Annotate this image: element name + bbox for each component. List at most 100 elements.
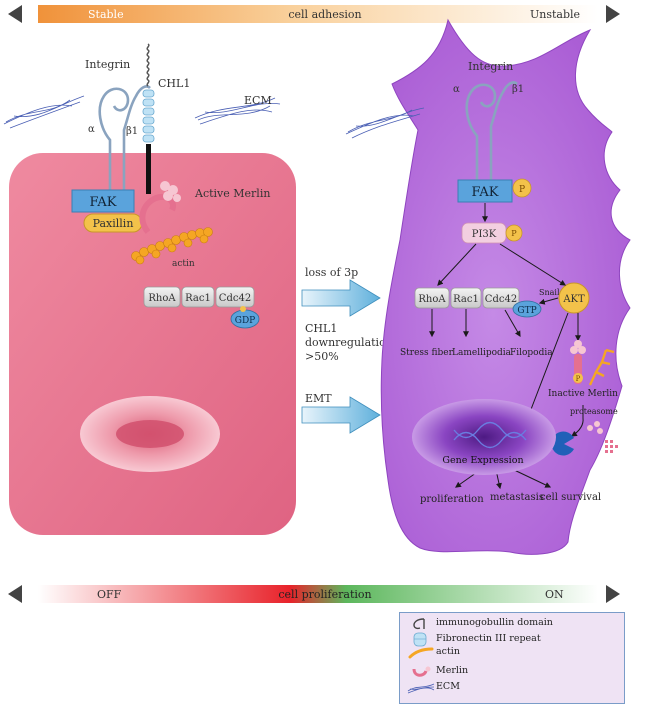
legend-panel: immunogobullin domain Fibronectin III re… (399, 612, 625, 704)
merlin-icon (412, 666, 431, 677)
paxillin-label: Paxillin (93, 217, 134, 230)
left-rhoa-label: RhoA (148, 293, 176, 304)
chl1-transmembrane (146, 144, 151, 194)
legend-label: actin (436, 646, 460, 657)
off-label: OFF (97, 588, 122, 601)
degraded-peptides (605, 440, 618, 453)
right-integrin (465, 81, 518, 184)
right-gtpases (414, 287, 520, 309)
right-alpha-label: α (453, 84, 460, 95)
right-fak-label: FAK (472, 185, 499, 200)
legend-item: Merlin (400, 665, 624, 679)
cylinder-icon (413, 632, 427, 647)
loss-of-3p-label: loss of 3p (305, 266, 358, 279)
metastasis-label: metastasis (490, 492, 544, 503)
active-merlin (139, 181, 181, 234)
emt-arrow (301, 396, 381, 434)
gtp-bubble (512, 300, 542, 318)
legend-label: Merlin (436, 665, 469, 676)
pi3k-label: PI3K (472, 229, 497, 240)
left-gtpases (143, 286, 255, 308)
loss-of-3p-arrow (301, 279, 381, 317)
legend-label: Fibronectin III repeat (436, 633, 541, 644)
fibronectin-repeats (142, 89, 155, 143)
left-arrow-icon (8, 585, 22, 603)
proteasome-icon (551, 431, 574, 456)
ecm-icon (407, 683, 435, 694)
legend-item: immunogobullin domain (400, 617, 624, 631)
chl1-downregulation-line2: downregulation (305, 336, 393, 349)
proliferation-bar: OFF cell proliferation ON (8, 585, 620, 603)
akt-label: AKT (562, 294, 585, 305)
unstable-label: Unstable (530, 8, 580, 21)
right-rac1-label: Rac1 (453, 294, 479, 305)
unstable-cell (380, 18, 631, 555)
left-nucleolus (116, 420, 184, 448)
left-cdc42-label: Cdc42 (219, 293, 251, 304)
dna-helix-icon (453, 421, 527, 449)
right-beta-label: β1 (512, 84, 524, 95)
gene-expression-label: Gene Expression (442, 455, 523, 466)
stress-fiber-label: Stress fiber (400, 348, 454, 358)
fak-phospho-icon (512, 178, 532, 198)
active-merlin-label: Active Merlin (194, 187, 270, 200)
left-rac1-label: Rac1 (185, 293, 211, 304)
gtp-label: GTP (517, 306, 536, 316)
proliferation-gradient (38, 585, 598, 603)
legend-item: ECM (400, 681, 624, 695)
right-cdc42-label: Cdc42 (485, 294, 517, 305)
filopodia-label: Filopodia (510, 348, 553, 358)
right-integrin-label: Integrin (468, 60, 513, 73)
hook-icon (413, 618, 425, 630)
degraded-merlin-fragments (587, 421, 603, 434)
legend-item: Fibronectin III repeat (400, 632, 624, 647)
right-nucleus (412, 399, 556, 475)
pi3k-p-label: P (511, 229, 517, 238)
chl1-receptor (142, 43, 155, 194)
left-fak-box (71, 189, 135, 213)
transition-arrows (301, 279, 381, 434)
right-arrow-icon (606, 5, 620, 23)
chl1-downregulation-line3: >50% (305, 350, 339, 363)
proliferation-label: proliferation (420, 494, 484, 505)
ecm-label: ECM (244, 94, 272, 107)
left-arrow-icon (8, 5, 22, 23)
left-ecm-fibers (3, 95, 281, 129)
stable-label: Stable (88, 8, 124, 21)
immunoglobulin-coil-icon (146, 43, 150, 87)
inactive-merlin-label: Inactive Merlin (548, 389, 618, 399)
adhesion-bar: Stable cell adhesion Unstable (8, 5, 620, 23)
snail-label: Snail (539, 288, 560, 297)
cell-survival-label: cell survival (540, 492, 601, 503)
left-alpha-label: α (88, 124, 95, 135)
legend-label: ECM (436, 681, 460, 692)
left-actin-filament (131, 227, 213, 265)
right-actin-fragments (588, 348, 615, 386)
left-beta-label: β1 (126, 126, 138, 137)
legend-item: actin (400, 646, 624, 660)
adhesion-gradient (38, 5, 598, 23)
chl1-downregulation-line1: CHL1 (305, 322, 337, 335)
gdp-label: GDP (235, 316, 255, 326)
on-label: ON (545, 588, 564, 601)
svg-text:P: P (576, 375, 581, 383)
cell-proliferation-label: cell proliferation (278, 588, 371, 601)
stable-cell (9, 153, 296, 535)
right-fak-box (457, 179, 513, 203)
lamellipodia-label: Lamellipodia (452, 348, 512, 358)
emt-label: EMT (305, 392, 332, 405)
proteasome-label: proteasome (570, 407, 618, 416)
legend-label: immunogobullin domain (436, 617, 553, 628)
actin-icon (408, 647, 434, 659)
right-arrow-icon (606, 585, 620, 603)
akt-circle (558, 282, 590, 314)
cell-adhesion-label: cell adhesion (288, 8, 361, 21)
right-ecm-fibers (345, 107, 425, 139)
left-fak-label: FAK (90, 195, 117, 210)
left-integrin-label: Integrin (85, 58, 130, 71)
left-actin-label: actin (172, 259, 195, 269)
chl1-label: CHL1 (158, 77, 190, 90)
inactive-merlin: P (570, 340, 586, 384)
pi3k-phospho-icon (505, 224, 523, 242)
